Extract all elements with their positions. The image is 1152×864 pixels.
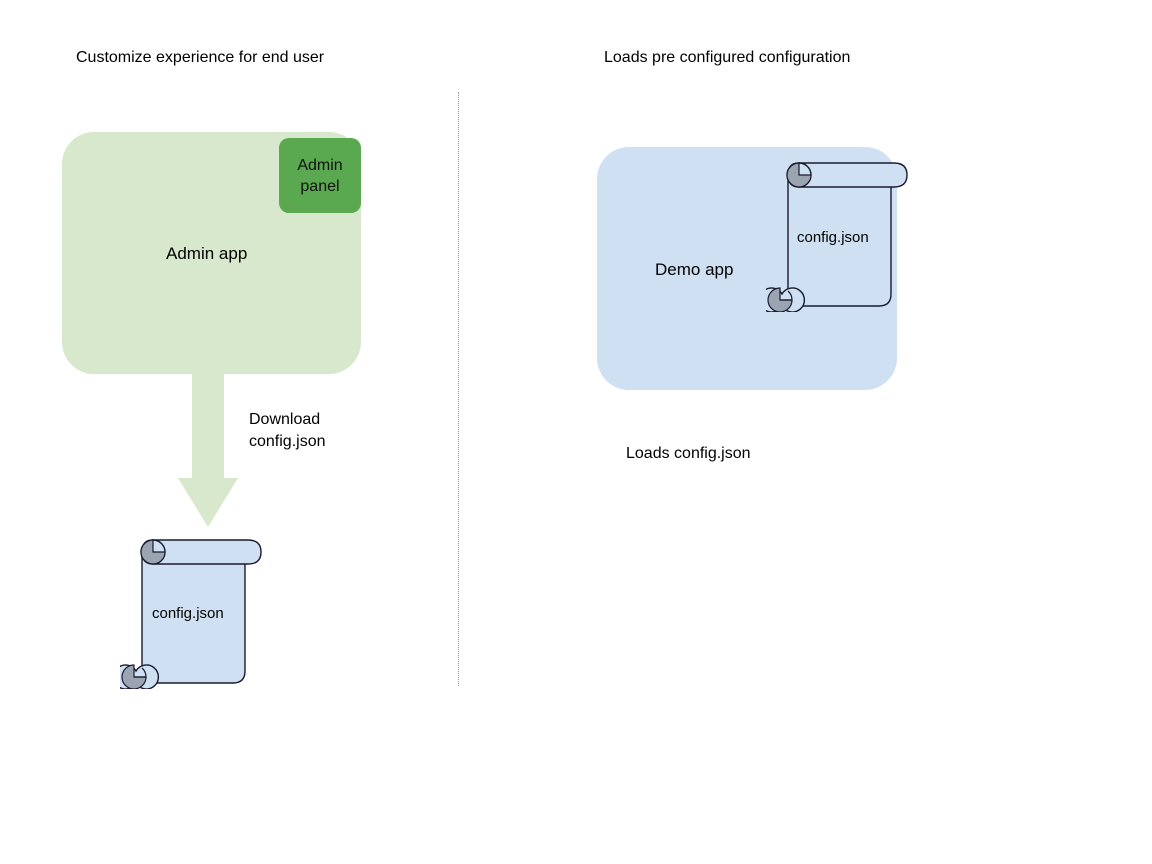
loads-config-caption: Loads config.json	[626, 445, 751, 462]
download-arrow-label-line2: config.json	[249, 433, 326, 450]
admin-panel-chip-label-line2: panel	[300, 177, 340, 195]
download-arrow-label-line1: Download	[249, 411, 321, 428]
download-arrow-label: Download config.json	[249, 409, 326, 453]
column-divider	[458, 92, 459, 686]
admin-app-label: Admin app	[166, 244, 248, 263]
download-arrow-icon	[178, 370, 238, 527]
config-json-label-left: config.json	[152, 605, 224, 622]
left-column-title: Customize experience for end user	[76, 49, 325, 66]
admin-panel-chip-label: Admin panel	[297, 155, 342, 197]
config-json-scroll-icon-left[interactable]	[120, 527, 265, 689]
config-json-label-right: config.json	[797, 229, 869, 246]
admin-panel-chip-label-line1: Admin	[297, 156, 343, 174]
admin-panel-chip[interactable]: Admin panel	[279, 138, 361, 213]
config-json-scroll-icon-right[interactable]	[766, 150, 911, 312]
demo-app-label: Demo app	[655, 260, 734, 279]
right-column-title: Loads pre configured configuration	[604, 49, 851, 66]
